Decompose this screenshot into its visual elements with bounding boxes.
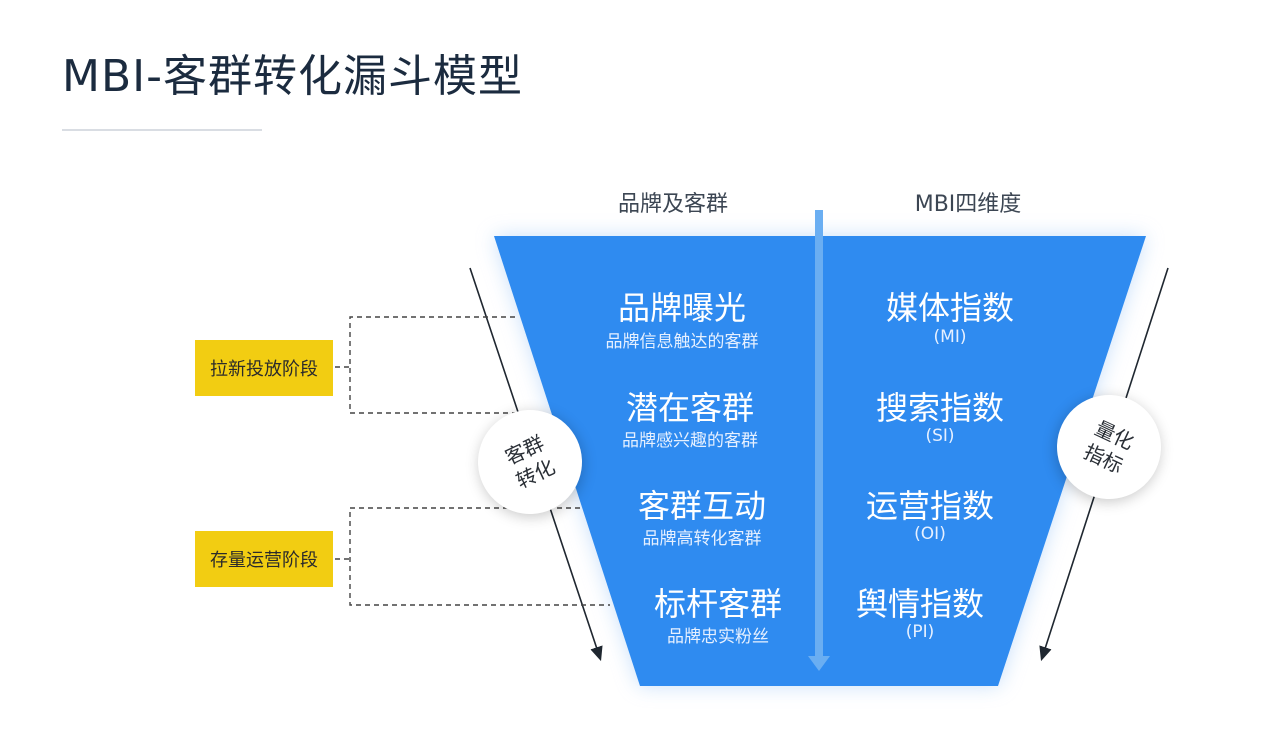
potential-group-title: 潜在客群 — [625, 389, 755, 427]
benchmark-group-title: 标杆客群 — [653, 585, 783, 623]
acquisition-stage-box: 拉新投放阶段 — [195, 340, 333, 396]
media-index-title: 媒体指数 — [885, 289, 1015, 327]
title-divider — [62, 129, 262, 131]
brand-exposure-subtitle: 品牌信息触达的客群 — [605, 332, 759, 352]
potential-group-subtitle: 品牌感兴趣的客群 — [622, 431, 758, 451]
benchmark-group-subtitle: 品牌忠实粉丝 — [667, 627, 769, 647]
public-opinion-index-title: 舆情指数 — [855, 585, 985, 623]
stage2-bracket — [349, 507, 610, 606]
stage1-bracket — [349, 316, 515, 414]
search-index-abbr: (SI) — [925, 426, 955, 446]
interaction-group-title: 客群互动 — [637, 487, 767, 525]
operation-index-abbr: (OI) — [914, 524, 946, 544]
public-opinion-index-abbr: (PI) — [905, 622, 935, 642]
media-index-abbr: (MI) — [933, 327, 967, 347]
brand-column-header: 品牌及客群 — [617, 192, 729, 217]
mbi-column-header: MBI四维度 — [914, 192, 1022, 217]
retention-stage-box: 存量运营阶段 — [195, 531, 333, 587]
operation-index-title: 运营指数 — [865, 487, 995, 525]
interaction-group-subtitle: 品牌高转化客群 — [642, 529, 762, 549]
divider-arrow-head — [808, 656, 830, 671]
page-title: MBI-客群转化漏斗模型 — [62, 51, 524, 102]
search-index-title: 搜索指数 — [875, 389, 1005, 427]
brand-exposure-title: 品牌曝光 — [617, 289, 747, 327]
